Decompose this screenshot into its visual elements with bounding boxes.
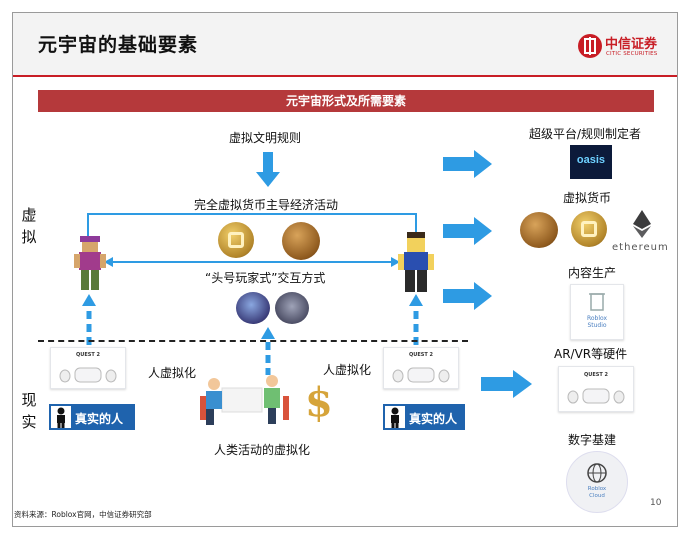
studio-icon <box>589 293 605 311</box>
logo-en-text: CITIC SECURITIES <box>606 51 658 57</box>
studio-label: Roblox Studio <box>586 315 608 329</box>
human-virtualization-right: 人虚拟化 <box>323 363 372 377</box>
hardware-text: AR/VR等硬件 <box>554 347 628 361</box>
globe-icon <box>587 463 607 483</box>
human-activity-text: 人类活动的虚拟化 <box>214 443 311 457</box>
person-icon <box>385 406 405 428</box>
vr-headset-icon <box>59 367 117 383</box>
real-label: 现 实 <box>21 391 37 431</box>
interaction-double-arrow <box>104 257 400 267</box>
rules-down-arrow <box>256 152 280 187</box>
cloud-label: Roblox Cloud <box>587 486 607 499</box>
content-text: 内容生产 <box>568 266 617 280</box>
quest-headset-left: QUEST 2 <box>50 347 126 389</box>
section-banner: 元宇宙形式及所需要素 <box>38 90 654 112</box>
interaction-text: “头号玩家式”交互方式 <box>205 271 326 285</box>
avatar-left <box>74 236 106 290</box>
person-icon <box>51 406 71 428</box>
arrow-to-hardware <box>481 370 532 398</box>
citic-logo-icon <box>578 34 602 58</box>
human-virtualization-left: 人虚拟化 <box>148 366 197 380</box>
robux-coin-icon <box>218 222 254 258</box>
bitcoin-coin-icon <box>282 222 320 260</box>
left-up-dashed-arrow <box>82 294 96 345</box>
quest-hardware-card: QUEST 2 <box>558 366 634 412</box>
source-footnote: 资料来源：Roblox官网，中信证券研究部 <box>14 510 152 519</box>
ethereum-icon <box>633 210 651 238</box>
oasis-logo: oasis <box>570 145 612 179</box>
page-number: 10 <box>650 498 662 508</box>
infra-text: 数字基建 <box>568 433 617 447</box>
roblox-cloud-card: Roblox Cloud <box>566 451 628 513</box>
ethereum-text: ethereum <box>612 242 669 253</box>
quest-label-left: QUEST 2 <box>76 352 100 358</box>
center-up-dashed-arrow <box>261 327 275 376</box>
dollar-sign-icon: $ <box>305 379 333 426</box>
real-person-label-right: 真实的人 <box>409 412 458 426</box>
meeting-illustration <box>200 375 296 429</box>
quest-hardware-label: QUEST 2 <box>584 372 608 378</box>
citic-logo: 中信证券 CITIC SECURITIES <box>578 33 678 63</box>
slide-frame <box>12 12 678 527</box>
game-thumb-2 <box>275 292 309 324</box>
quest-label-right: QUEST 2 <box>409 352 433 358</box>
vr-headset-icon <box>392 367 450 383</box>
virtual-label: 虚 拟 <box>21 206 37 246</box>
arrow-to-content <box>443 282 492 310</box>
citic-emblem-icon <box>584 37 596 55</box>
real-person-badge-left: 真实的人 <box>49 404 135 430</box>
svg-text:$: $ <box>305 379 333 426</box>
page-title: 元宇宙的基础要素 <box>38 34 199 56</box>
logo-cn-text: 中信证券 <box>605 37 658 52</box>
platform-text: 超级平台/规则制定者 <box>529 127 642 141</box>
bitcoin-coin-icon <box>520 212 558 248</box>
real-person-label-left: 真实的人 <box>75 412 124 426</box>
right-up-dashed-arrow <box>409 294 423 345</box>
game-thumb-1 <box>236 292 270 324</box>
currency-text: 虚拟货币 <box>563 191 612 205</box>
arrow-to-currency <box>443 217 492 245</box>
roblox-studio-card: Roblox Studio <box>570 284 624 340</box>
arrow-to-platform <box>443 150 492 178</box>
economy-text: 完全虚拟货币主导经济活动 <box>194 198 339 212</box>
quest-headset-right: QUEST 2 <box>383 347 459 389</box>
oasis-logo-text: oasis <box>576 154 606 166</box>
rules-text: 虚拟文明规则 <box>229 131 302 145</box>
robux-coin-icon <box>571 211 607 247</box>
vr-headset-icon <box>567 388 625 404</box>
virtual-real-divider <box>38 340 468 342</box>
real-person-badge-right: 真实的人 <box>383 404 465 430</box>
header-bar <box>13 13 677 75</box>
header-divider <box>13 75 677 77</box>
avatar-right <box>398 232 434 292</box>
